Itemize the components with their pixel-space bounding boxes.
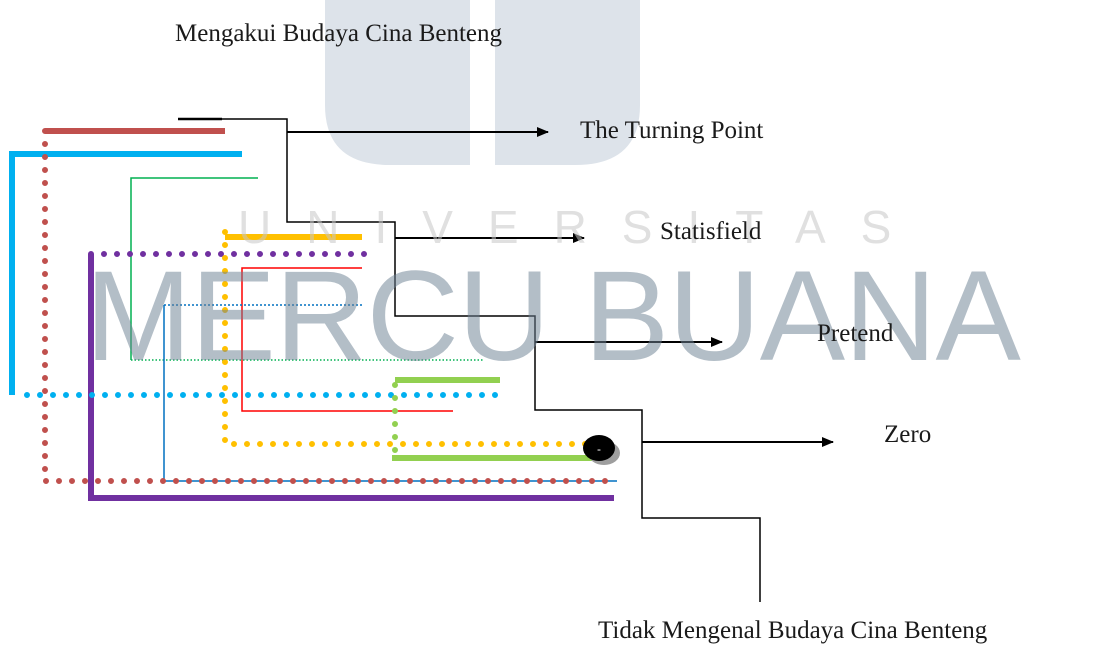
dots-yellow — [222, 229, 590, 447]
watermark-line2: MERCU BUANA — [85, 245, 1021, 388]
top-label: Mengakui Budaya Cina Benteng — [175, 20, 503, 47]
stage-label-pretend: Pretend — [817, 320, 894, 347]
marker-circle — [583, 435, 615, 461]
bottom-label: Tidak Mengenal Budaya Cina Benteng — [598, 617, 988, 644]
line-blue-solid — [9, 151, 242, 395]
dots-red — [42, 128, 620, 484]
line-red-thin — [241, 267, 453, 412]
watermark-logo — [325, 0, 640, 165]
stage-label-zero: Zero — [884, 421, 932, 448]
line-green-thin — [130, 177, 258, 360]
watermark-line1: UNIVERSITAS — [238, 201, 927, 253]
stage-label-statisfield: Statisfield — [660, 218, 762, 245]
line-purple-solid — [88, 254, 614, 501]
connector-black — [178, 118, 761, 602]
stage-label-turning-point: The Turning Point — [580, 117, 764, 144]
marker-text: - — [597, 442, 601, 456]
